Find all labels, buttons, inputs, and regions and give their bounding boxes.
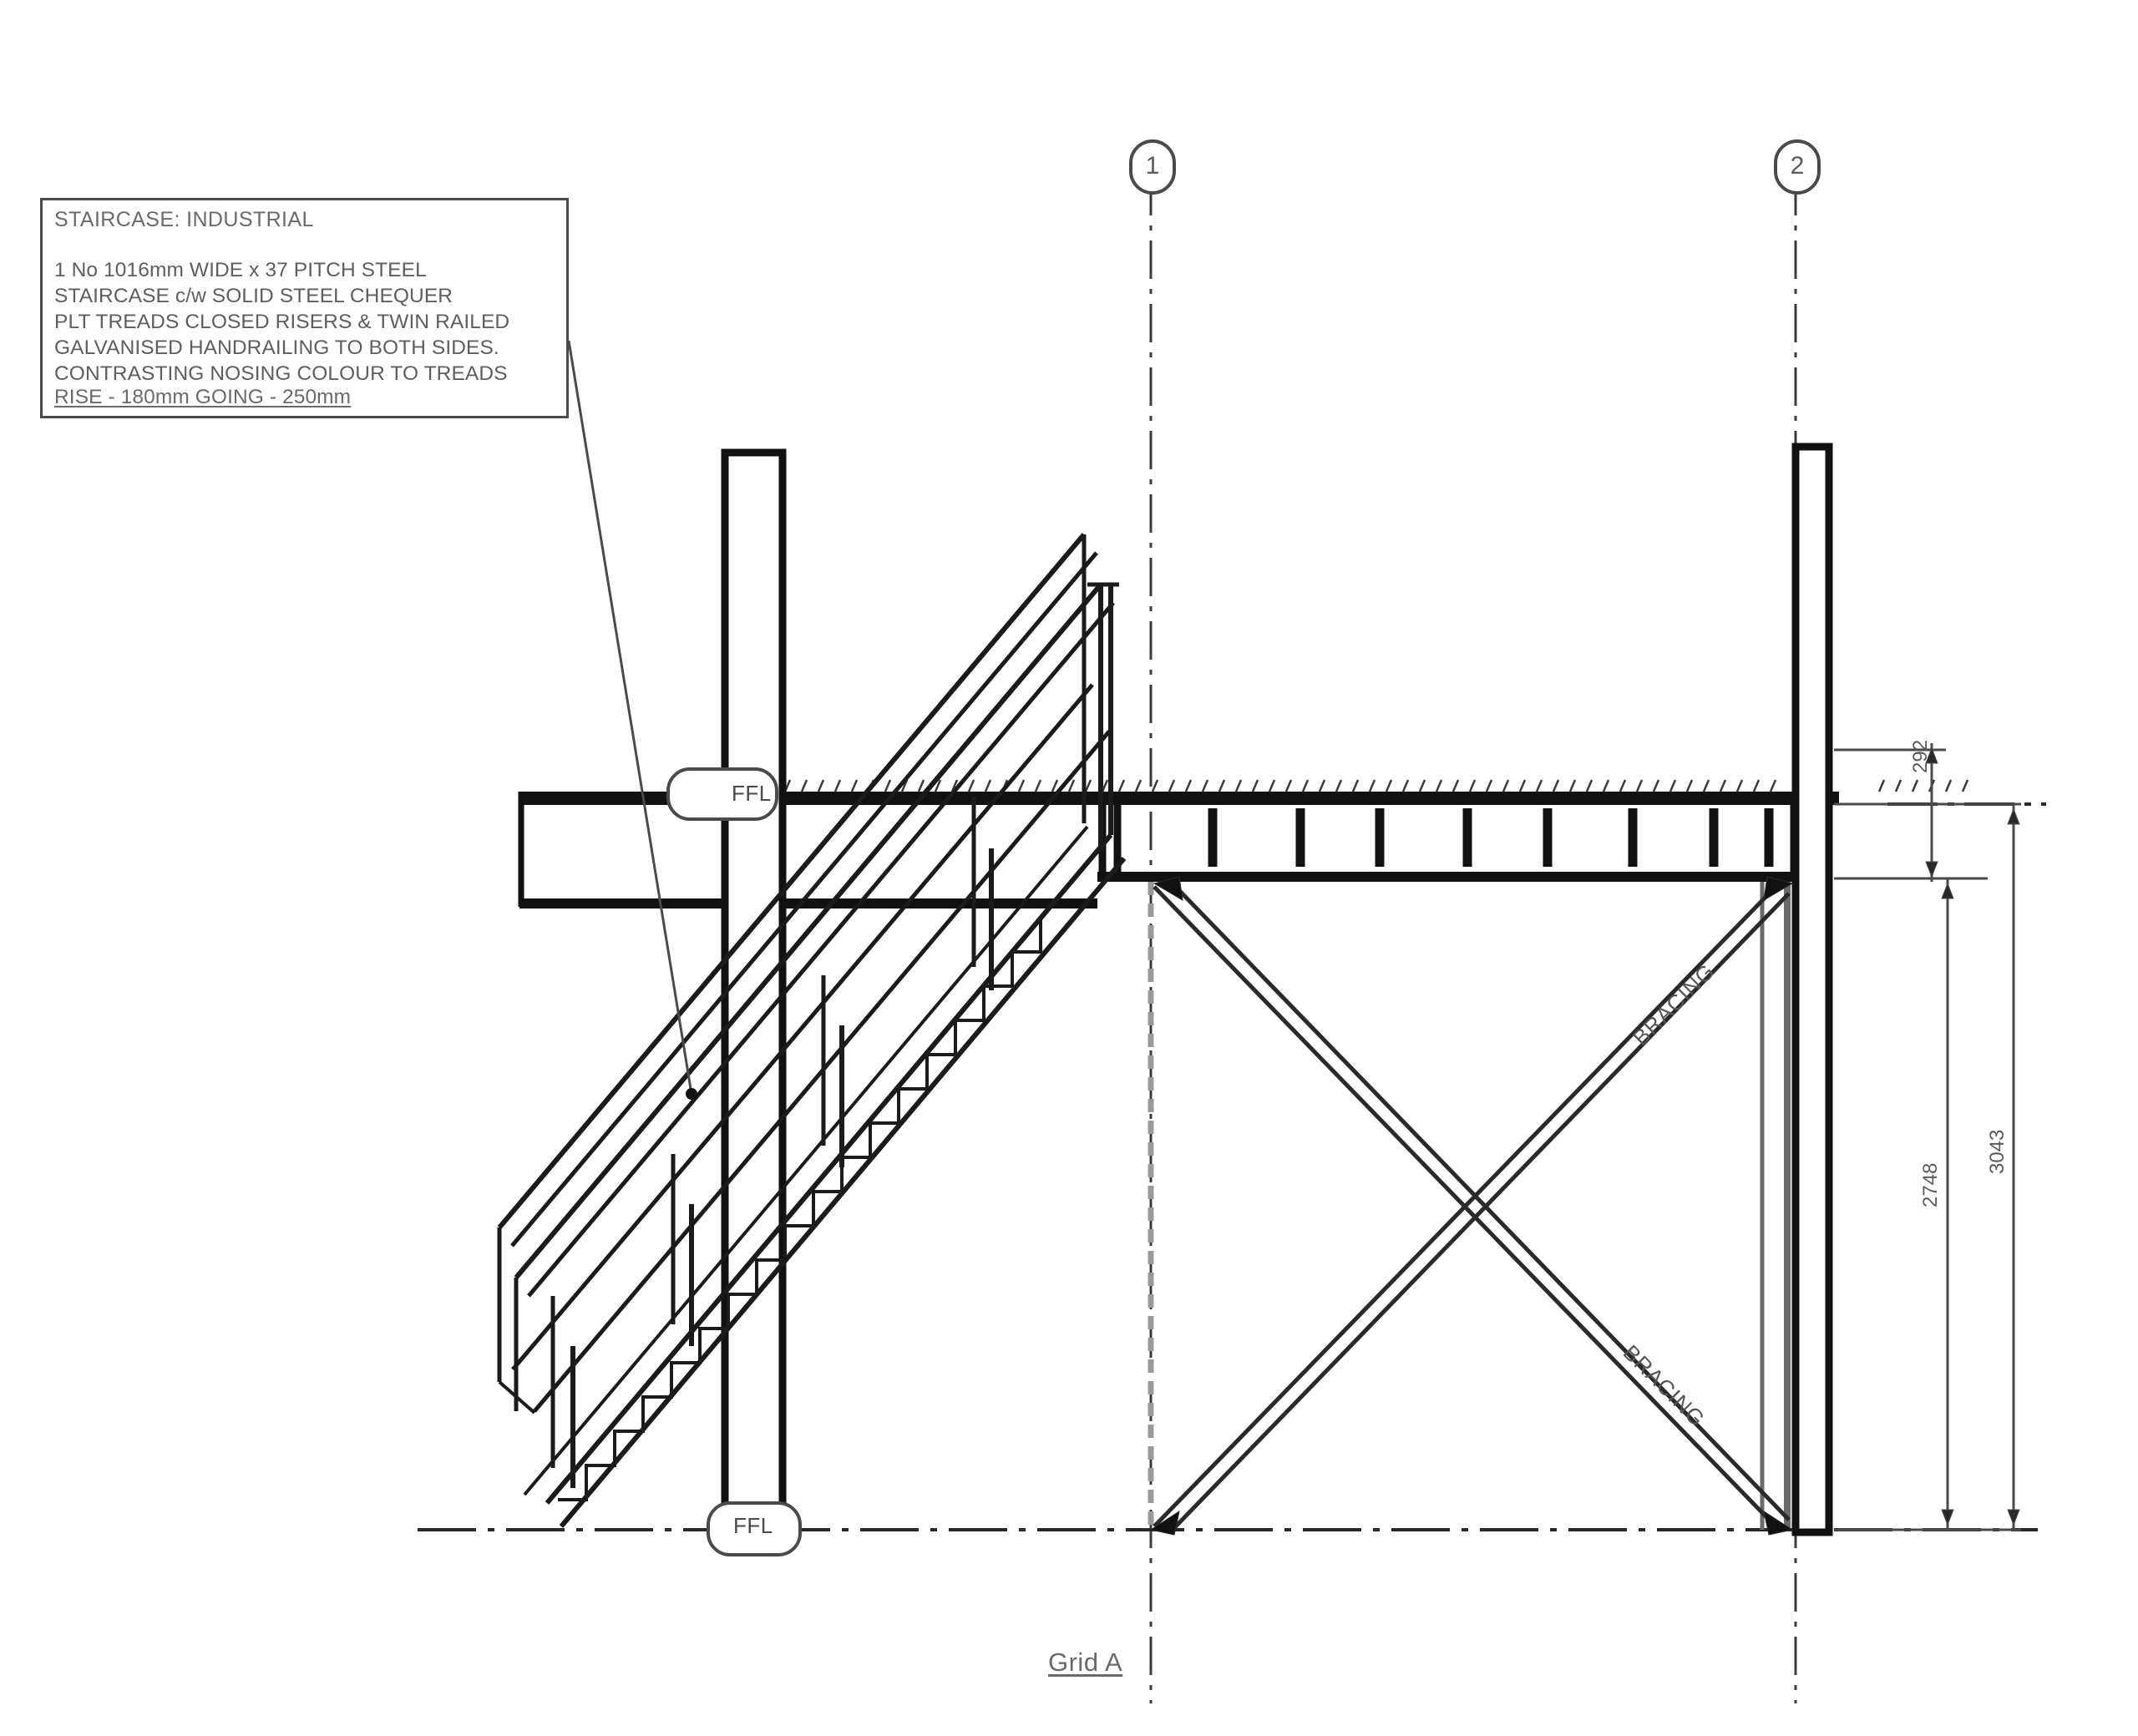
- level-marker-ffl-bottom-bubble: [707, 1501, 802, 1556]
- brace-gusset-tr: [1763, 876, 1794, 901]
- column-left: [721, 448, 787, 1534]
- staircase-note-box: STAIRCASE: INDUSTRIAL 1 No 1016mm WIDE x…: [40, 198, 569, 418]
- floor-joists: [1208, 808, 1774, 867]
- stringer-upper-edge: [545, 833, 1113, 1505]
- stair-treads: [558, 918, 1042, 1501]
- stair-bottom-guard: [497, 1227, 536, 1415]
- grid-bubble-2-circle: [1774, 139, 1821, 195]
- note-leader-dot: [686, 1088, 697, 1100]
- grid-bubble-2-label: 2: [1790, 152, 1805, 180]
- dim-arrow-2748-bot: [1941, 1509, 1954, 1526]
- dim-arrow-292-bot: [1925, 861, 1938, 878]
- column-right-section: [1791, 443, 1833, 1536]
- grid-bubble-1-label: 1: [1145, 152, 1160, 180]
- cross-bracing: [1149, 876, 1794, 1536]
- dimension-label-2748: 2748: [1919, 1162, 1942, 1207]
- grid-a-label: Grid A: [1048, 1647, 1123, 1677]
- level-marker-ffl-top: [666, 767, 778, 821]
- dimension-lines: [1834, 743, 2021, 1531]
- level-label-ffl-top: FFL: [732, 781, 772, 806]
- dim-arrow-292-top: [1925, 747, 1938, 764]
- note-line-3: PLT TREADS CLOSED RISERS & TWIN RAILED: [54, 310, 510, 333]
- note-line-5: CONTRASTING NOSING COLOUR TO TREADS: [54, 362, 508, 385]
- bottom-guard-bracket: [498, 1380, 536, 1415]
- handrail-far-mid: [511, 683, 1094, 1371]
- note-line-1: 1 No 1016mm WIDE x 37 PITCH STEEL: [54, 258, 427, 281]
- note-leader: [567, 340, 697, 1100]
- column-right: [1791, 443, 1833, 1536]
- note-line-2: STAIRCASE c/w SOLID STEEL CHEQUER: [54, 284, 453, 307]
- dim-arrow-3043-bot: [2007, 1509, 2020, 1526]
- column-grid2-below: [1760, 882, 1791, 1530]
- platform-left-bottom-plate: [519, 898, 1097, 908]
- dimension-label-3043: 3043: [1986, 1129, 2009, 1174]
- level-marker-ffl-top-bubble: [666, 767, 778, 821]
- grid-bubble-2: [1774, 139, 1821, 195]
- note-heading: STAIRCASE: INDUSTRIAL: [54, 208, 314, 231]
- handrail-far-top: [497, 533, 1087, 1229]
- deck-surface-hatch: [750, 779, 1969, 792]
- note-body: 1 No 1016mm WIDE x 37 PITCH STEEL STAIRC…: [54, 257, 556, 387]
- handrail-near-top: [514, 583, 1103, 1279]
- handrail-far-top-2: [510, 551, 1098, 1248]
- note-leader-line: [567, 340, 693, 1095]
- brace-b-line1: [1153, 885, 1777, 1528]
- dim-arrow-2748-top: [1941, 882, 1954, 899]
- grid-bubble-1-circle: [1129, 139, 1176, 195]
- tread-riser-profile: [558, 918, 1042, 1501]
- mezz-beam-bottom-flange: [1097, 872, 1799, 882]
- brace-gusset-tl: [1153, 876, 1183, 901]
- dim-arrow-3043-top: [2007, 807, 2020, 825]
- level-label-ffl-bottom: FFL: [733, 1513, 773, 1538]
- mezzanine-beam: [1097, 792, 1799, 882]
- level-marker-ffl-bottom: [707, 1501, 802, 1556]
- dimension-label-292: 292: [1909, 739, 1932, 773]
- stair-balusters-far: [550, 534, 1087, 1468]
- grid-bubble-1: [1129, 139, 1176, 195]
- brace-gusset-br: [1763, 1510, 1794, 1536]
- handrail-near-top-2: [527, 601, 1115, 1298]
- brace-gusset-bl: [1149, 1510, 1180, 1536]
- note-rise-going: RISE - 180mm GOING - 250mm: [54, 386, 352, 408]
- stair-balusters: [570, 585, 1103, 1488]
- brace-a-line2: [1168, 878, 1791, 1521]
- landing-guard: [1087, 582, 1119, 835]
- note-line-4: GALVANISED HANDRAILING TO BOTH SIDES.: [54, 336, 499, 359]
- mezz-beam-top-flange: [1097, 792, 1799, 803]
- column-left-section: [721, 448, 787, 1534]
- brace-b-line2: [1168, 892, 1791, 1535]
